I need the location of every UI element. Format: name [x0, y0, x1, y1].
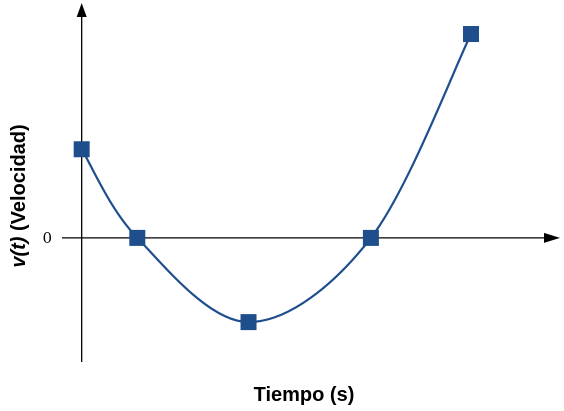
y-axis-label: v(t) (Velocidad) [8, 124, 30, 267]
data-point [129, 229, 146, 246]
velocity-curve [80, 33, 472, 324]
data-point-markers [73, 26, 480, 331]
data-point [463, 26, 480, 43]
data-point [240, 314, 257, 331]
y-axis-label-function: v(t) [8, 236, 30, 267]
y-axis-label-description: (Velocidad) [8, 124, 30, 236]
y-tick-label: 0 [42, 229, 52, 247]
x-axis-label: Tiempo (s) [254, 384, 355, 406]
data-point [73, 141, 90, 158]
x-axis-arrow [544, 232, 560, 243]
data-point [362, 229, 379, 246]
axes [62, 3, 560, 362]
y-axis-arrow [76, 3, 87, 17]
y-tick-labels: 0 [42, 229, 52, 247]
